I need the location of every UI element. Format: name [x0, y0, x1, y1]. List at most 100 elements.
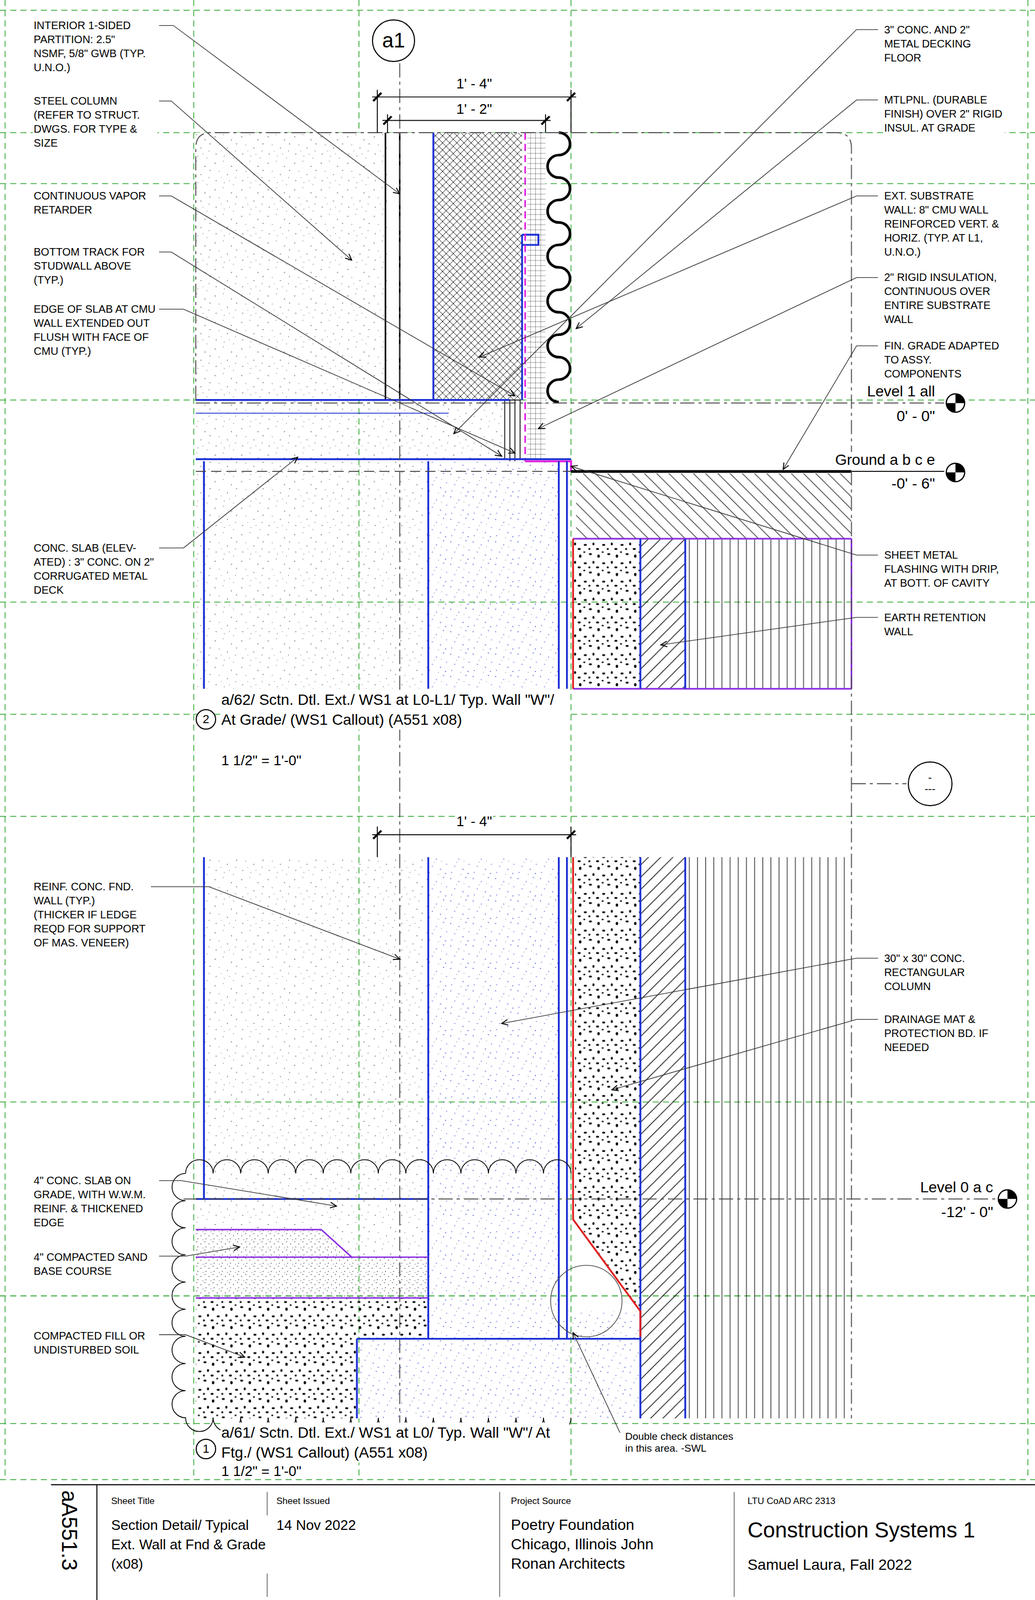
scale-note: 1 1/2" = 1'-0" — [220, 1462, 303, 1479]
drawing-part — [159, 251, 502, 456]
field-caption: Sheet Issued — [275, 1495, 331, 1507]
level-symbols — [946, 393, 1017, 1208]
grid-bubble: a1 — [371, 19, 415, 62]
drawing-part — [527, 132, 546, 460]
field-caption: Project Source — [509, 1495, 573, 1507]
review-note: Double check distances in this area. -SW… — [624, 1430, 743, 1454]
drawing-part — [640, 538, 686, 689]
node-label: --- — [924, 783, 936, 795]
drawing-part — [159, 195, 515, 396]
callout-note: MTLPNL. (DURABLE FINISH) OVER 2" RIGID I… — [882, 92, 1005, 135]
level-elevation: -0' - 6" — [890, 475, 937, 492]
title-block — [51, 1484, 1035, 1600]
drawing-part — [685, 856, 852, 1418]
lower-detail — [171, 856, 1000, 1431]
drawing-part — [159, 1180, 337, 1206]
author-line: Samuel Laura, Fall 2022 — [746, 1555, 914, 1573]
level-elevation: -12' - 0" — [940, 1203, 995, 1220]
drawing-part — [501, 957, 879, 1024]
drawing-part — [946, 463, 965, 482]
drawing-part — [576, 473, 852, 539]
drawing-part — [267, 1491, 735, 1597]
section-head: ---- — [907, 761, 953, 806]
drawing-part — [946, 393, 965, 412]
drawing-part — [998, 1189, 1017, 1208]
callout-note: 4" CONC. SLAB ON GRADE, WITH W.W.M. REIN… — [32, 1173, 158, 1230]
drawing-part — [433, 132, 539, 400]
drawing-part — [356, 1338, 641, 1419]
callout-note: INTERIOR 1-SIDED PARTITION: 2.5" NSMF, 5… — [32, 18, 148, 75]
drawing-part — [851, 470, 945, 472]
drawing-part — [570, 470, 852, 473]
drawing-part — [570, 466, 878, 556]
drawing-part — [159, 100, 353, 260]
callout-note: FIN. GRADE ADAPTED TO ASSY. COMPONENTS — [882, 338, 1005, 381]
drawing-part — [660, 617, 879, 645]
drawing-part — [479, 195, 879, 357]
drawing-part — [159, 1334, 245, 1357]
drawing-part — [538, 277, 879, 429]
callout-note: STEEL COLUMN (REFER TO STRUCT. DWGS. FOR… — [32, 93, 158, 150]
node-text: 1 — [202, 1441, 210, 1455]
drawing-part — [428, 460, 559, 689]
node-label: 1 — [202, 1441, 210, 1455]
callout-note: CONTINUOUS VAPOR RETARDER — [32, 188, 158, 217]
drawing-part — [387, 132, 434, 400]
callout-note: EDGE OF SLAB AT CMU WALL EXTENDED OUT FL… — [32, 301, 158, 358]
drawing-part — [195, 856, 686, 1418]
drawing-part — [783, 345, 879, 469]
callout-note: COMPACTED FILL OR UNDISTURBED SOIL — [32, 1328, 158, 1357]
drawing-part — [195, 460, 429, 689]
drawing-part — [433, 132, 523, 400]
drawing-part — [998, 1189, 1017, 1208]
drawing-part — [385, 132, 400, 400]
view-title: a/62/ Sctn. Dtl. Ext./ WS1 at L0-L1/ Typ… — [220, 689, 570, 730]
callout-note: REINF. CONC. FND. WALL (TYP.) (THICKER I… — [32, 879, 148, 950]
drawing-part — [183, 1198, 999, 1200]
callout-note: 2" RIGID INSULATION, CONTINUOUS OVER ENT… — [882, 270, 1005, 327]
drawing-part — [159, 25, 400, 194]
scale-note: 1 1/2" = 1'-0" — [220, 751, 303, 769]
drawing-part — [4, 0, 1028, 1480]
callout-note: 3" CONC. AND 2" METAL DECKING FLOOR — [882, 22, 1005, 65]
drawing-part — [685, 538, 852, 689]
drawing-part — [559, 1311, 641, 1339]
drawing-part — [0, 10, 1035, 1480]
drawing-part — [573, 1332, 620, 1432]
drawing-part — [195, 1229, 352, 1257]
callout-note: BOTTOM TRACK FOR STUDWALL ABOVE (TYP.) — [32, 244, 158, 287]
node-text: 2 — [202, 712, 210, 726]
view-title: a/61/ Sctn. Dtl. Ext./ WS1 at L0/ Typ. W… — [220, 1422, 570, 1462]
drawing-part — [640, 538, 686, 689]
dimension: 1' - 4" — [454, 812, 493, 830]
project-source: Poetry Foundation Chicago, Illinois John… — [509, 1514, 674, 1573]
drawing-part — [428, 856, 559, 1338]
drawing-part — [159, 457, 298, 548]
upper-detail — [195, 132, 944, 689]
node-label: - — [924, 771, 936, 784]
drawing-part — [851, 782, 907, 784]
drawing-part — [195, 399, 571, 460]
dimension: 1' - 4" — [454, 75, 493, 92]
drawing-part — [550, 1264, 622, 1336]
callout-note: CONC. SLAB (ELEV- ATED) : 3" CONC. ON 2"… — [32, 540, 158, 597]
drawing-part — [504, 399, 520, 460]
drawing-part — [195, 132, 852, 1418]
field-caption: Sheet Title — [109, 1495, 156, 1507]
drawing-part — [51, 1484, 1035, 1600]
drawing-part — [171, 1159, 571, 1432]
callout-note: EARTH RETENTION WALL — [882, 610, 1005, 639]
drawing-part — [195, 470, 571, 472]
drawing-part — [433, 132, 523, 400]
drawing-part — [195, 1229, 429, 1298]
drawing-part — [640, 856, 686, 1418]
node-text: ---- — [924, 771, 936, 795]
drawing-part — [195, 1256, 429, 1298]
field-caption: LTU CoAD ARC 2313 — [746, 1495, 837, 1507]
drawing-part — [946, 463, 965, 482]
issue-date: 14 Nov 2022 — [275, 1514, 357, 1535]
node-label: a1 — [382, 30, 405, 52]
drawing-part — [150, 886, 400, 959]
